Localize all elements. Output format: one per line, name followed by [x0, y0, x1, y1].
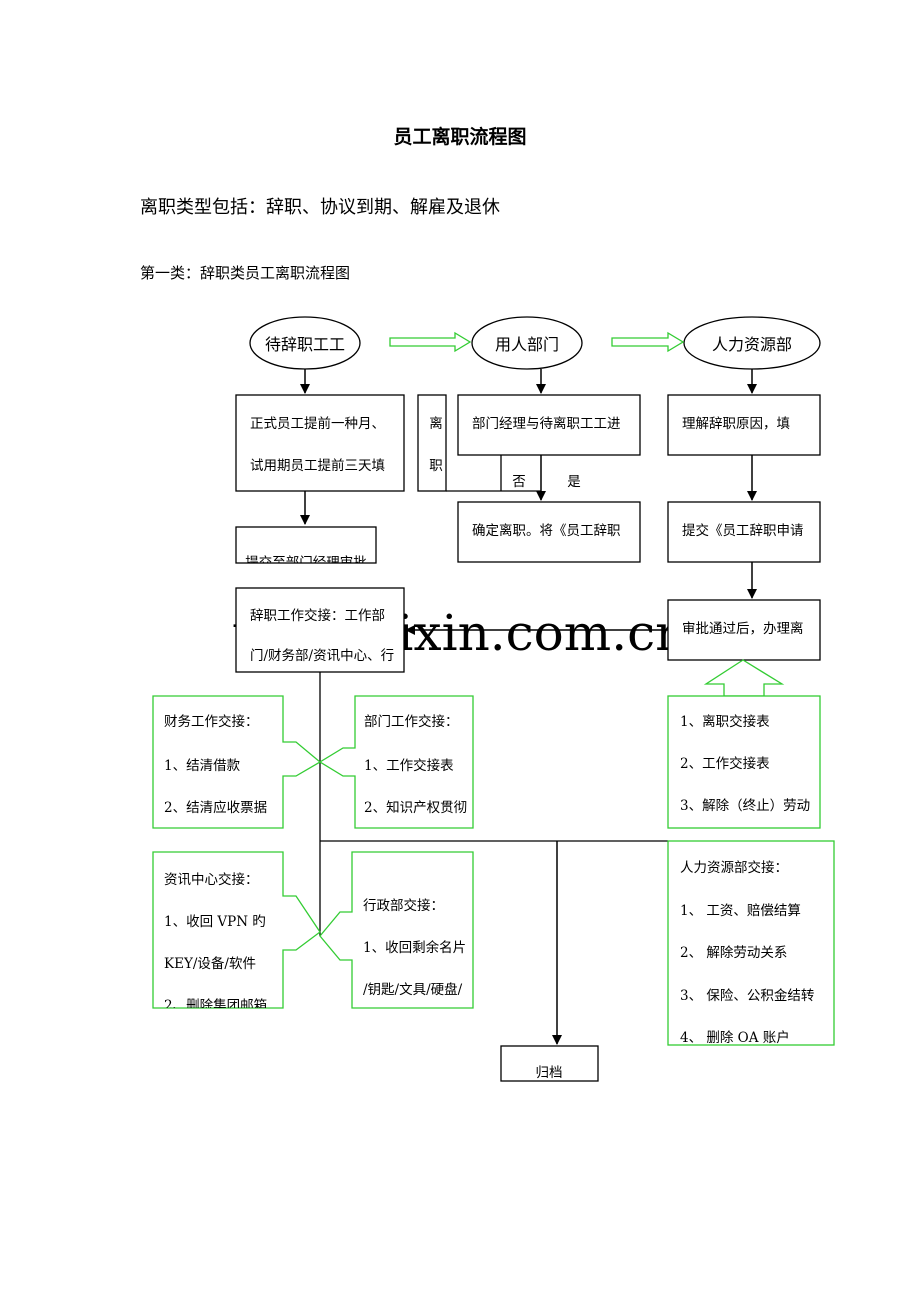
info-center-line-2: 1、收回 VPN 旳: [164, 914, 266, 930]
approval-label: 审批通过后，办理离: [682, 620, 804, 637]
green-up-arrow: [703, 659, 785, 697]
hr-handover-line-1: 人力资源部交接：: [680, 859, 788, 876]
admin-line-1: 行政部交接：: [363, 897, 444, 914]
department-box: [318, 695, 474, 829]
hr-ellipse-label: 人力资源部: [712, 335, 792, 354]
hr-forms-line-3: 3、解除（终止）劳动: [680, 798, 810, 814]
hr-forms-box: [667, 695, 821, 829]
manager-talk-label: 部门经理与待离职工工进: [472, 415, 621, 432]
page-title: 员工离职流程图: [393, 126, 527, 148]
info-center-line-1: 资讯中心交接：: [164, 871, 259, 888]
branch-no-label: 否: [512, 474, 526, 490]
manager-talk-box: [457, 394, 641, 456]
department-line-2: 1、工作交接表: [364, 757, 454, 774]
hr-forms-line-1: 1、离职交接表: [680, 713, 770, 730]
branch-yes-label: 是: [567, 474, 581, 490]
confirm-resign-label: 确定离职。将《员工辞职: [472, 522, 621, 539]
hr-submit-box: [667, 501, 821, 563]
resignation-types: 离职类型包括：辞职、协议到期、解雇及退休: [140, 197, 500, 218]
side-label-top: 离: [429, 415, 443, 432]
approval-box: [667, 599, 821, 661]
hr-handover-line-5: 4、 删除 OA 账户: [680, 1029, 790, 1046]
hr-handover-line-3: 2、 解除劳动关系: [680, 945, 787, 961]
admin-box: [319, 851, 474, 1009]
info-center-box: [152, 851, 321, 1009]
finance-box: [152, 695, 322, 829]
hr-understand-box: [667, 394, 821, 456]
finance-line-1: 财务工作交接：: [164, 713, 259, 730]
finance-line-3: 2、结清应收票据: [164, 799, 267, 816]
side-label-box: [417, 394, 447, 492]
handover-line-1: 辞职工作交接：工作部: [250, 607, 385, 624]
employee-notice-box: [235, 394, 405, 492]
hr-understand-label: 理解辞职原因，填: [682, 416, 790, 432]
employee-notice-line-2: 试用期员工提前三天填: [250, 457, 385, 474]
department-line-1: 部门工作交接：: [364, 713, 459, 730]
submit-manager-label: 提交至部门经理审批: [245, 554, 367, 571]
admin-line-3: /钥匙/文具/硬盘/: [363, 981, 463, 998]
hr-handover-box: [667, 840, 835, 1046]
start-ellipse-label: 待辞职工工: [265, 335, 345, 354]
archive-box: [500, 1045, 599, 1082]
dept-ellipse: [471, 316, 583, 370]
dept-ellipse-label: 用人部门: [495, 335, 559, 354]
finance-line-2: 1、结清借款: [164, 758, 241, 774]
department-line-3: 2、知识产权贯彻: [364, 799, 467, 816]
submit-manager-box: [235, 526, 377, 564]
handover-line-2: 门/财务部/资讯中心、行: [250, 648, 394, 664]
info-center-line-3: KEY/设备/软件: [164, 955, 256, 972]
hr-submit-label: 提交《员工辞职申请: [682, 522, 804, 539]
section-heading: 第一类：辞职类员工离职流程图: [140, 264, 351, 282]
archive-label: 归档: [536, 1064, 563, 1081]
handover-box: [235, 587, 405, 673]
side-label-bottom: 职: [429, 458, 443, 474]
admin-line-2: 1、收回剩余名片: [363, 939, 466, 956]
employee-notice-line-1: 正式员工提前一种月、: [250, 415, 385, 432]
green-arrow-1: [389, 331, 472, 353]
info-center-line-4: 2、删除集团邮箱: [164, 998, 267, 1014]
hr-handover-line-4: 3、 保险、公积金结转: [680, 988, 814, 1004]
confirm-resign-box: [457, 501, 641, 563]
hr-forms-line-2: 2、工作交接表: [680, 755, 770, 772]
hr-handover-line-2: 1、 工资、赔偿结算: [680, 903, 801, 919]
green-arrow-2: [611, 331, 685, 353]
